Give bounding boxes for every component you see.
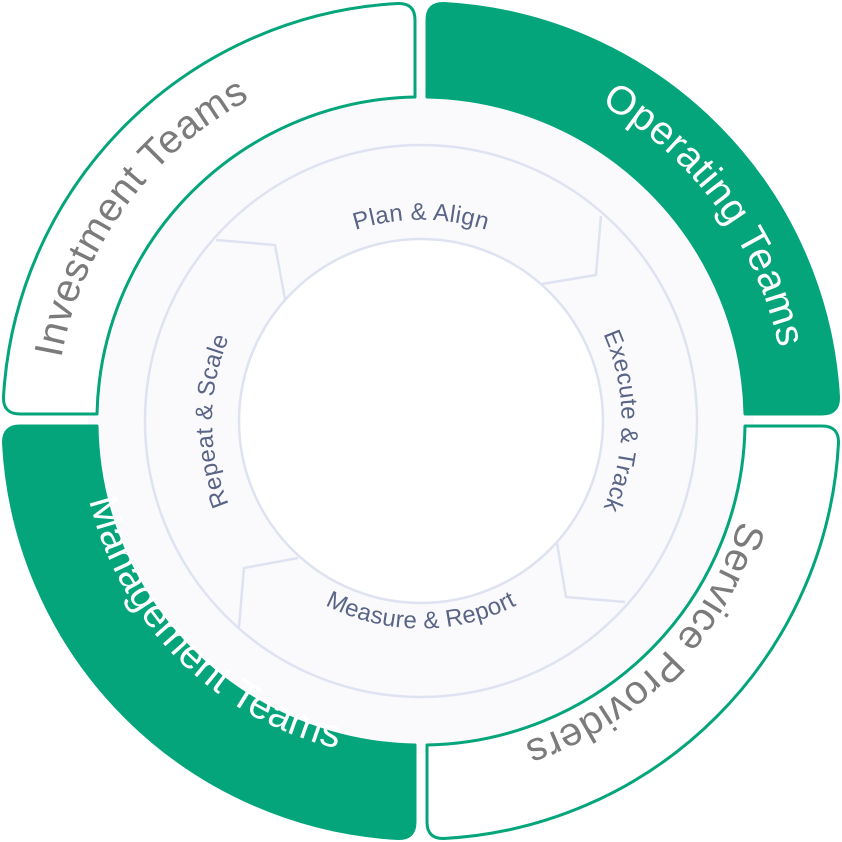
cycle-rings xyxy=(143,143,699,699)
divider-bottom-right xyxy=(555,542,626,604)
divider-bottom-left xyxy=(237,556,299,628)
cycle-inner-circle xyxy=(237,237,605,605)
segment-service-providers[interactable] xyxy=(425,424,841,841)
segment-investment-teams[interactable] xyxy=(1,1,417,416)
segment-operating-teams[interactable] xyxy=(425,1,841,416)
cycle-outer-circle xyxy=(143,143,699,699)
segment-management-teams[interactable] xyxy=(1,424,417,841)
divider-top-right xyxy=(541,215,603,286)
cycle-dividers xyxy=(215,215,626,628)
divider-top-left xyxy=(215,238,287,300)
